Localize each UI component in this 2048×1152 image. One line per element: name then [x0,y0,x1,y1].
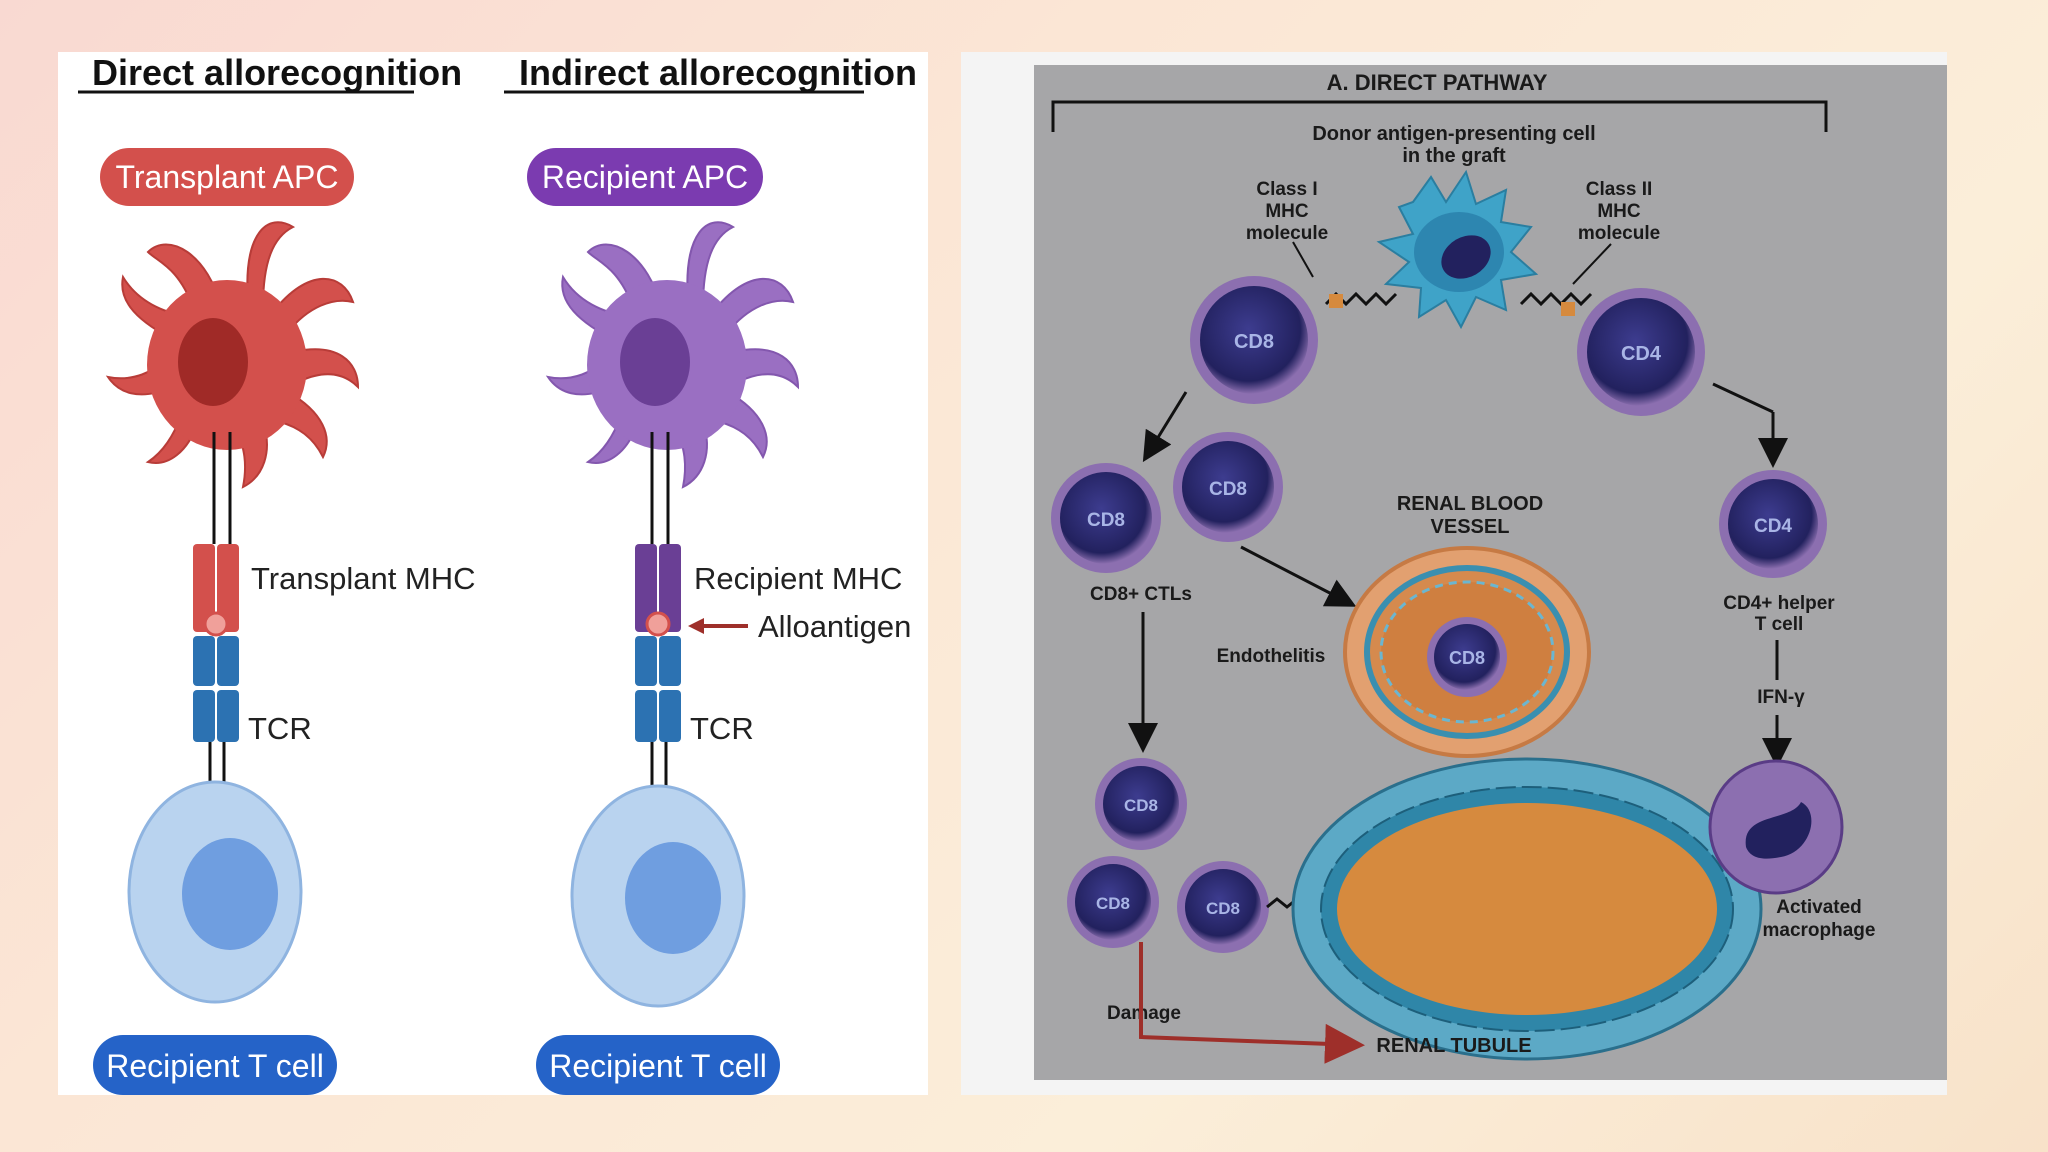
transplant-apc-label: Transplant APC [116,159,339,195]
donor-apc-cell [1376,169,1539,330]
renal-tubule-label: RENAL TUBULE [1376,1035,1531,1057]
arrow [1240,545,1357,607]
cd8-ctls-label: CD8+ CTLs [1090,584,1192,605]
allorecognition-diagram: Direct allorecognition Indirect alloreco… [78,52,917,1095]
allorecognition-panel: Direct allorecognition Indirect alloreco… [58,52,928,1095]
transplant-apc-cell [105,221,360,489]
svg-text:CD8: CD8 [1209,479,1247,500]
svg-text:CD8: CD8 [1124,796,1158,815]
svg-text:CD8: CD8 [1096,894,1130,913]
activated-macrophage-label: Activated [1776,897,1862,918]
svg-text:CD8: CD8 [1087,510,1125,531]
cd8-t-cell: CD8 [1190,276,1318,404]
class-i-mhc-label-3: molecule [1246,223,1328,244]
svg-text:CD8: CD8 [1449,648,1485,668]
class-ii-mhc-label: Class II [1586,179,1653,200]
donor-apc-label-2: in the graft [1402,145,1506,167]
alloantigen-arrowhead [688,618,704,634]
direct-allorecognition-title: Direct allorecognition [92,52,462,93]
recipient-t-cell-pill [536,1035,780,1095]
activated-macrophage [1708,759,1844,895]
damage-label: Damage [1107,1003,1181,1024]
class-i-mhc-label: Class I [1256,179,1317,200]
direct-pathway-title: A. DIRECT PATHWAY [1327,70,1548,95]
recipient-apc-pill [527,148,763,206]
recipient-mhc-tcr-complex [635,432,681,810]
transplant-mhc-tcr-complex [193,432,239,810]
class-ii-mhc-label-2: MHC [1597,201,1641,222]
activated-macrophage-label-2: macrophage [1763,920,1876,941]
recipient-t-cell-label: Recipient T cell [549,1048,767,1084]
renal-blood-vessel-label: RENAL BLOOD [1397,493,1543,515]
cd8-t-cell: CD8 [1067,856,1159,948]
cd8-t-cell: CD8 [1177,861,1269,953]
svg-text:CD4: CD4 [1621,343,1662,365]
direct-pathway-diagram: A. DIRECT PATHWAY Donor antigen-presenti… [1034,65,1947,1080]
recipient-t-cell-label: Recipient T cell [106,1048,324,1084]
class-ii-mhc-molecule [1519,291,1593,307]
cd8-t-cell: CD8 [1095,758,1187,850]
damage-arrow [1139,942,1365,1064]
endothelitis-label: Endothelitis [1217,646,1326,667]
transplant-apc-pill [100,148,354,206]
cd4-helper-label-2: T cell [1755,614,1804,635]
cd4-helper-t-cell: CD4 [1719,470,1827,578]
t-cell-nucleus [182,838,278,950]
indirect-allorecognition-title: Indirect allorecognition [519,52,917,93]
recipient-t-cell-pill [93,1035,337,1095]
cd4-helper-label: CD4+ helper [1723,593,1835,614]
cd8-ctl: CD8 [1051,463,1161,573]
alloantigen-label: Alloantigen [758,609,911,644]
recipient-mhc-label: Recipient MHC [694,561,902,596]
cd8-ctl: CD8 [1173,432,1283,542]
svg-text:CD4: CD4 [1754,516,1792,537]
renal-tubule [1291,757,1763,1061]
transplant-mhc-label: Transplant MHC [251,561,476,596]
renal-blood-vessel-label-2: VESSEL [1431,516,1510,538]
donor-apc-label: Donor antigen-presenting cell [1312,123,1595,145]
direct-pathway-panel: A. DIRECT PATHWAY Donor antigen-presenti… [961,52,1947,1095]
arrow [1142,391,1188,463]
tcr-label: TCR [248,711,312,746]
title-bracket [1051,100,1828,132]
svg-text:CD8: CD8 [1234,331,1274,353]
ifn-gamma-label: IFN-γ [1757,687,1805,708]
svg-text:CD8: CD8 [1206,899,1240,918]
recipient-apc-cell [545,221,800,489]
class-i-mhc-label-2: MHC [1265,201,1309,222]
tcr-label: TCR [690,711,754,746]
t-cell-nucleus [625,842,721,954]
renal-blood-vessel: CD8 [1343,546,1591,758]
recipient-apc-label: Recipient APC [542,159,748,195]
cd4-t-cell: CD4 [1577,288,1705,416]
class-ii-mhc-label-3: molecule [1578,223,1660,244]
